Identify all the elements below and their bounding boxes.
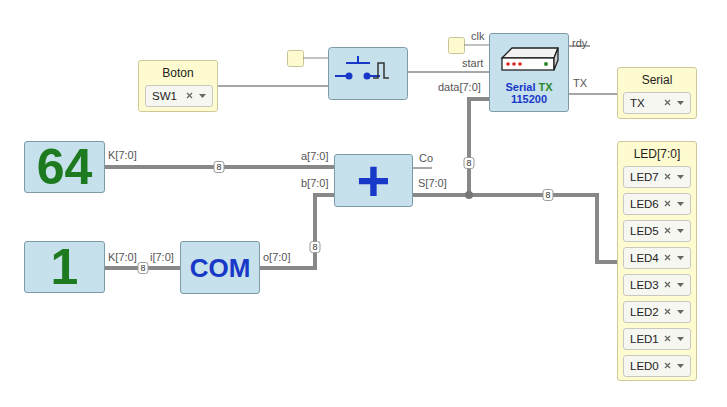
pin-name: TX xyxy=(573,77,587,89)
bus-wire xyxy=(413,99,489,195)
select-icons xyxy=(662,93,688,113)
bus-width-label: 8 xyxy=(542,189,553,201)
panel-heading: Boton xyxy=(162,66,193,80)
pin-name: o[7:0] xyxy=(263,251,291,263)
stub-wire xyxy=(413,167,432,169)
select-value: LED2 xyxy=(630,302,659,322)
panel-heading: Serial xyxy=(642,73,673,87)
bus-width-label: 8 xyxy=(309,241,320,253)
pin-select: LED4 xyxy=(623,247,691,269)
select-icons xyxy=(662,302,688,322)
pulse-symbol xyxy=(373,63,389,78)
pin-name: clk xyxy=(471,30,484,42)
select-icons xyxy=(662,167,688,187)
select-value: LED1 xyxy=(630,329,659,349)
pin-name: K[7:0] xyxy=(108,251,137,263)
block-text: + xyxy=(357,152,391,210)
pushbutton-symbol xyxy=(335,56,380,79)
select-icons xyxy=(662,329,688,349)
select-value: LED7 xyxy=(630,167,659,187)
bus-width-label: 8 xyxy=(137,262,148,274)
constant-block: 64 xyxy=(24,141,105,193)
pin-name: i[7:0] xyxy=(150,251,174,263)
constant-block: 1 xyxy=(24,241,105,293)
select-value: TX xyxy=(630,93,645,113)
pin-select: LED7 xyxy=(623,166,691,188)
bus-width-label: 8 xyxy=(213,161,224,173)
bus-width-label: 8 xyxy=(463,157,474,169)
parameter-input xyxy=(288,51,304,67)
block-text: COM xyxy=(190,255,251,281)
select-value: LED0 xyxy=(630,356,659,376)
bus-wire xyxy=(260,195,334,268)
io-panel: SerialTX xyxy=(617,67,697,119)
pin-name: S[7:0] xyxy=(418,177,447,189)
pin-select: LED1 xyxy=(623,328,691,350)
select-icons xyxy=(662,194,688,214)
bus-wire xyxy=(413,195,617,262)
serial-tx-block: SerialTX115200 xyxy=(489,33,569,112)
block-text: 115200 xyxy=(511,93,547,105)
thin-wire xyxy=(303,57,328,58)
operator-block: COM xyxy=(180,241,260,294)
pin-select: LED6 xyxy=(623,193,691,215)
select-value: LED6 xyxy=(630,194,659,214)
pin-select: LED2 xyxy=(623,301,691,323)
pin-select: SW1 xyxy=(145,85,213,107)
select-icons xyxy=(662,356,688,376)
pin-select: LED3 xyxy=(623,274,691,296)
pin-name: data[7:0] xyxy=(438,81,481,93)
block-title: SerialTX xyxy=(490,77,568,95)
thin-wire xyxy=(218,85,328,87)
select-icons xyxy=(662,248,688,268)
block-text: 1 xyxy=(51,242,79,292)
block-text: TX xyxy=(538,81,552,93)
select-icons xyxy=(662,221,688,241)
block-text: Serial xyxy=(505,81,535,93)
select-value: LED3 xyxy=(630,275,659,295)
pin-select: TX xyxy=(623,92,691,114)
pin-name: Co xyxy=(419,152,433,164)
select-value: LED4 xyxy=(630,248,659,268)
pin-name: rdy xyxy=(572,37,587,49)
select-icons xyxy=(184,86,210,106)
button-block xyxy=(329,48,408,100)
select-value: SW1 xyxy=(152,86,177,106)
block-text: 64 xyxy=(37,142,93,192)
pin-select: LED0 xyxy=(623,355,691,377)
pin-name: a[7:0] xyxy=(301,150,329,162)
io-panel: LED[7:0] LED7LED6LED5LED4LED3LED2LED1LED0 xyxy=(617,141,697,381)
pin-name: K[7:0] xyxy=(108,149,137,161)
pin-name: b[7:0] xyxy=(301,177,329,189)
pin-name: start xyxy=(462,57,483,69)
pin-select: LED5 xyxy=(623,220,691,242)
panel-heading: LED[7:0] xyxy=(634,147,681,161)
operator-block: + xyxy=(334,154,413,207)
thin-wire xyxy=(407,71,489,73)
select-icons xyxy=(662,275,688,295)
parameter-input xyxy=(449,38,465,54)
io-panel: BotonSW1 xyxy=(138,60,218,112)
bus-wire xyxy=(569,93,617,95)
select-value: LED5 xyxy=(630,221,659,241)
serial-device-icon xyxy=(496,40,562,76)
junction-dot xyxy=(465,191,473,199)
thin-wire xyxy=(464,44,489,45)
